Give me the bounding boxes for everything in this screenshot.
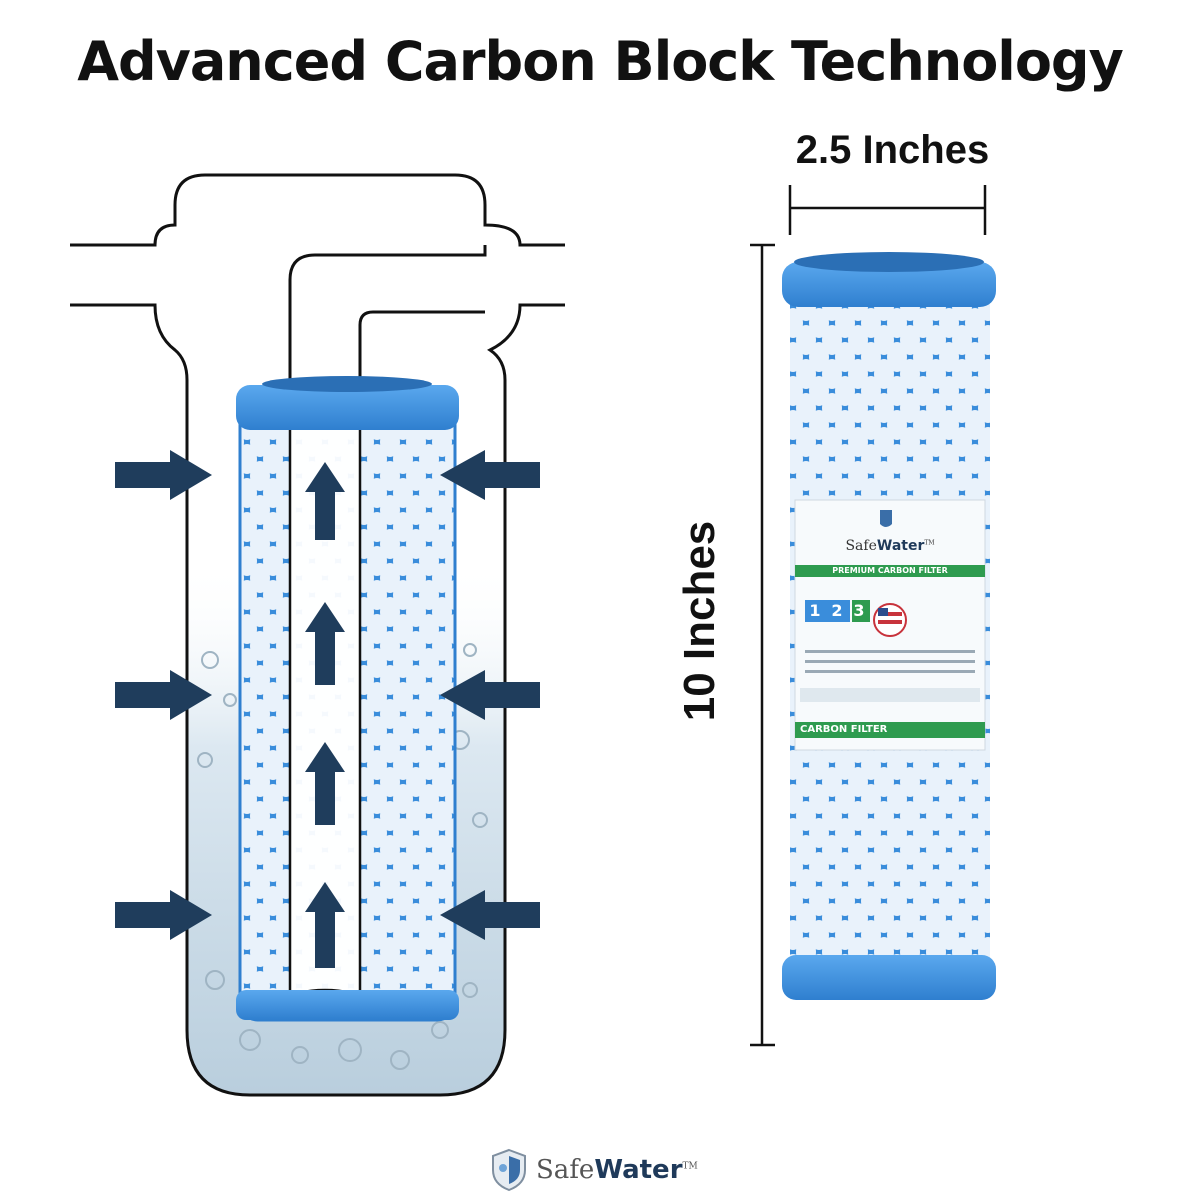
logo-water: Water xyxy=(594,1155,683,1185)
dimension-lines xyxy=(750,185,987,1047)
brand-logo: SafeWaterTM xyxy=(490,1145,698,1195)
stage-3: 3 xyxy=(853,601,865,620)
label-footer: CARBON FILTER xyxy=(800,724,888,735)
width-label: 2.5 Inches xyxy=(795,128,990,172)
inflow-arrow-icon xyxy=(115,450,540,940)
stage-2: 2 xyxy=(831,601,843,620)
label-brand-safe: Safe xyxy=(845,538,877,554)
product-label xyxy=(794,499,986,751)
height-label: 10 Inches xyxy=(675,520,724,722)
shield-icon xyxy=(492,1148,526,1192)
stage-1: 1 xyxy=(809,601,821,620)
label-brand-tm: TM xyxy=(924,539,935,547)
filter-cartridge-cutaway xyxy=(236,376,459,1022)
logo-safe: Safe xyxy=(536,1155,595,1185)
label-subtitle: PREMIUM CARBON FILTER xyxy=(832,566,948,575)
label-brand-water: Water xyxy=(876,538,925,554)
product-filter xyxy=(782,252,996,1000)
label-stages: 1 2 3 xyxy=(805,601,875,620)
logo-tm: TM xyxy=(682,1161,698,1172)
label-brand: SafeWaterTM xyxy=(795,538,985,554)
upflow-arrow-icon xyxy=(305,462,345,968)
page-title: Advanced Carbon Block Technology xyxy=(77,30,1124,93)
logo-text: SafeWaterTM xyxy=(536,1155,698,1185)
